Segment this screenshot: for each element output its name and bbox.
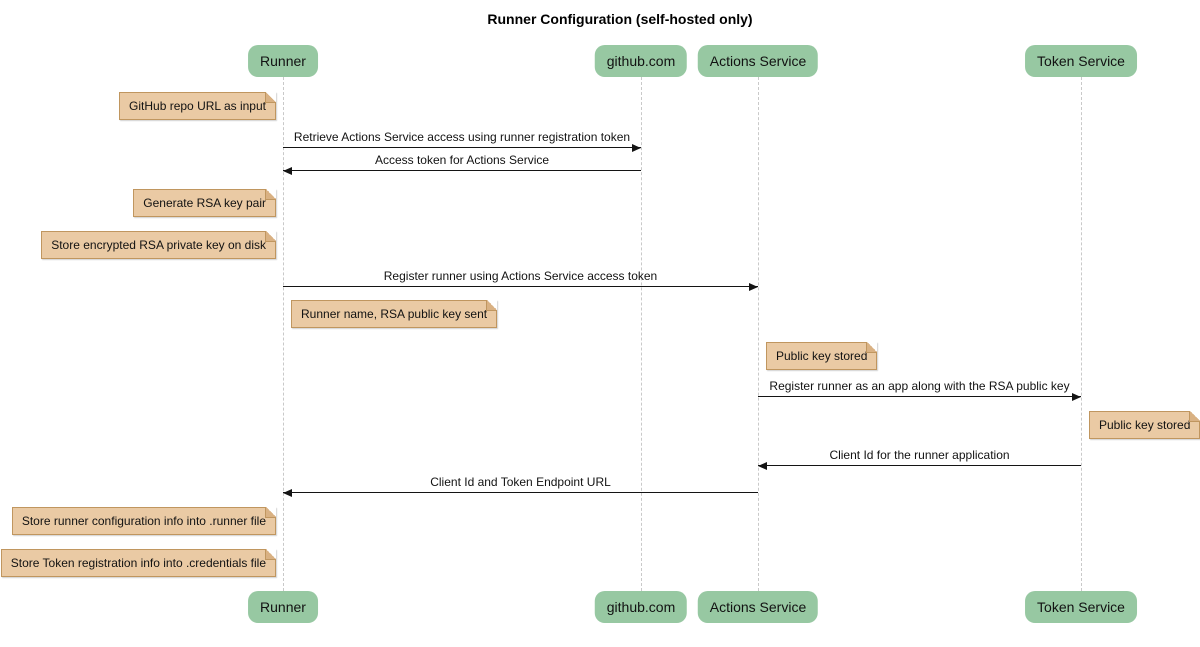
note-fold-icon bbox=[265, 507, 276, 518]
note-text: Store Token registration info into .cred… bbox=[10, 556, 266, 570]
message-access-token: Access token for Actions Service bbox=[283, 151, 641, 175]
message-client-id: Client Id for the runner application bbox=[758, 446, 1081, 470]
participant-github-com-top: github.com bbox=[594, 45, 688, 77]
message-label: Register runner as an app along with the… bbox=[769, 379, 1070, 393]
note-fold-icon bbox=[265, 549, 276, 560]
participant-runner-bottom: Runner bbox=[248, 591, 318, 623]
note-store-runner-file: Store runner configuration info into .ru… bbox=[11, 507, 276, 535]
note-text: Public key stored bbox=[776, 349, 868, 363]
participant-runner-top: Runner bbox=[248, 45, 318, 77]
arrowhead-icon bbox=[283, 167, 292, 175]
message-line bbox=[283, 147, 641, 148]
note-fold-icon bbox=[866, 342, 878, 353]
message-register-runner-as-app: Register runner as an app along with the… bbox=[758, 377, 1081, 401]
arrowhead-icon bbox=[632, 144, 641, 152]
note-fold-icon bbox=[265, 231, 276, 242]
note-text: Store encrypted RSA private key on disk bbox=[51, 238, 266, 252]
participant-token-service-top: Token Service bbox=[1025, 45, 1137, 77]
arrowhead-icon bbox=[1072, 393, 1081, 401]
arrowhead-icon bbox=[749, 283, 758, 291]
message-line bbox=[283, 286, 758, 287]
participant-github-com-bottom: github.com bbox=[594, 591, 688, 623]
note-text: Generate RSA key pair bbox=[143, 196, 266, 210]
message-label: Client Id for the runner application bbox=[829, 448, 1010, 462]
lifeline-github-com bbox=[641, 77, 642, 591]
lifeline-actions-service bbox=[758, 77, 759, 591]
message-label: Retrieve Actions Service access using ru… bbox=[293, 130, 631, 144]
participant-actions-service-top: Actions Service bbox=[697, 45, 819, 77]
note-fold-icon bbox=[1189, 411, 1200, 422]
note-generate-rsa-key-pair: Generate RSA key pair bbox=[133, 189, 276, 217]
message-label: Register runner using Actions Service ac… bbox=[383, 269, 658, 283]
message-label: Client Id and Token Endpoint URL bbox=[430, 475, 611, 489]
note-store-credentials-file: Store Token registration info into .cred… bbox=[0, 549, 276, 577]
participant-token-service-bottom: Token Service bbox=[1025, 591, 1137, 623]
note-public-key-stored-actions: Public key stored bbox=[766, 342, 878, 370]
message-line bbox=[283, 492, 758, 493]
lifeline-token-service bbox=[1081, 77, 1082, 591]
note-fold-icon bbox=[265, 189, 276, 200]
note-github-repo-url: GitHub repo URL as input bbox=[119, 92, 276, 120]
message-line bbox=[758, 396, 1081, 397]
note-fold-icon bbox=[486, 300, 498, 311]
note-store-private-key: Store encrypted RSA private key on disk bbox=[41, 231, 276, 259]
participant-actions-service-bottom: Actions Service bbox=[697, 591, 819, 623]
message-register-runner: Register runner using Actions Service ac… bbox=[283, 267, 758, 291]
note-runner-name-public-key: Runner name, RSA public key sent bbox=[291, 300, 498, 328]
note-public-key-stored-token: Public key stored bbox=[1089, 411, 1200, 439]
note-text: GitHub repo URL as input bbox=[129, 99, 266, 113]
diagram-title: Runner Configuration (self-hosted only) bbox=[487, 11, 753, 27]
note-text: Runner name, RSA public key sent bbox=[301, 307, 488, 321]
note-fold-icon bbox=[265, 92, 276, 103]
lifeline-runner bbox=[283, 77, 284, 591]
note-text: Store runner configuration info into .ru… bbox=[21, 514, 266, 528]
note-text: Public key stored bbox=[1099, 418, 1191, 432]
arrowhead-icon bbox=[758, 462, 767, 470]
message-line bbox=[283, 170, 641, 171]
message-label: Access token for Actions Service bbox=[374, 153, 550, 167]
message-line bbox=[758, 465, 1081, 466]
message-client-id-endpoint-url: Client Id and Token Endpoint URL bbox=[283, 473, 758, 497]
arrowhead-icon bbox=[283, 489, 292, 497]
message-retrieve-actions-access: Retrieve Actions Service access using ru… bbox=[283, 128, 641, 152]
